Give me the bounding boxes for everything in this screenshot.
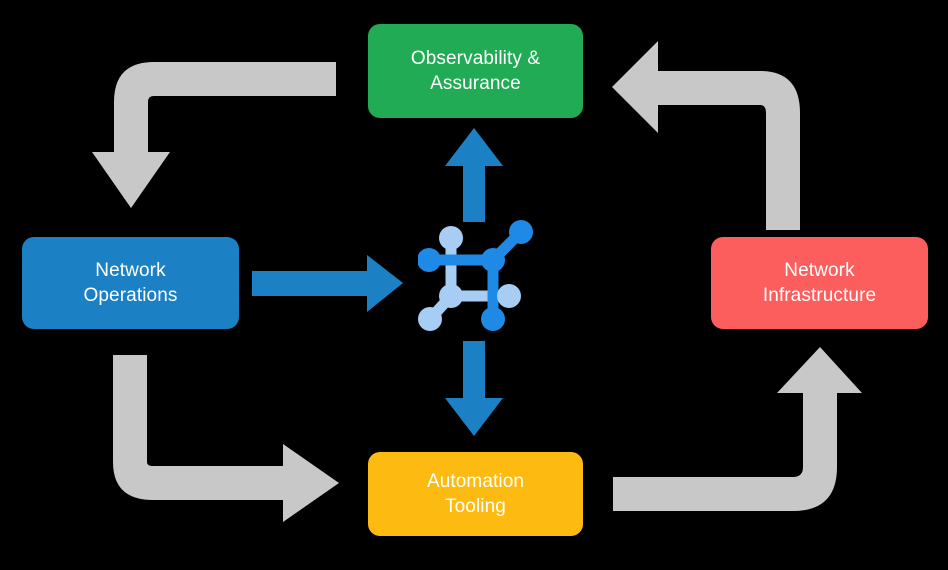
node-label-network-infrastructure: Network Infrastructure (762, 259, 877, 306)
network-topology-icon (418, 220, 533, 331)
node-box-network-infrastructure[interactable]: Network Infrastructure (711, 237, 928, 329)
node-box-network-operations[interactable]: Network Operations (22, 237, 239, 329)
node-label-network-operations: Network Operations (83, 259, 178, 306)
topology-bright-nodes (418, 220, 533, 331)
automation-tooling-to-network-infrastructure-arrow (613, 347, 862, 511)
center-to-observability-arrow (445, 128, 503, 222)
node-label-automation-tooling: Automation Tooling (426, 470, 525, 517)
center-to-automation-tooling-arrow (445, 341, 503, 436)
network-infrastructure-to-observability-arrow (612, 41, 800, 230)
network-operations-to-center-arrow (252, 255, 403, 312)
node-box-automation-tooling[interactable]: Automation Tooling (368, 452, 583, 536)
observability-to-network-operations-arrow (92, 62, 336, 208)
node-box-observability[interactable]: Observability & Assurance (368, 24, 583, 118)
topology-light-nodes (418, 226, 521, 331)
node-label-observability: Observability & Assurance (410, 47, 541, 94)
network-operations-to-automation-tooling-arrow (113, 355, 339, 522)
